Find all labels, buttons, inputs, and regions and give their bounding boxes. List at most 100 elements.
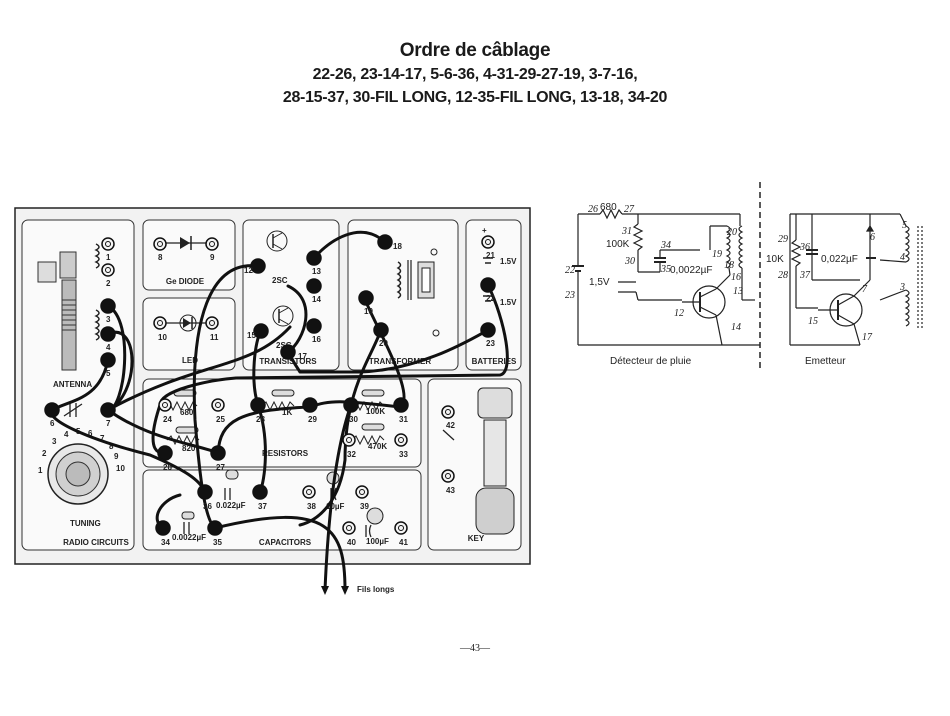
- kit-panel: RADIO CIRCUITS ANTENNA TUNING Ge DIODE L…: [14, 207, 531, 565]
- schematic-battery-value: 1,5V: [589, 277, 610, 288]
- terminal-13: [306, 250, 322, 266]
- capacitor-36-37-value: 0.022µF: [216, 501, 246, 510]
- terminal-40: [342, 521, 356, 535]
- svg-text:15: 15: [808, 316, 818, 327]
- telegraph-key-icon: [442, 387, 515, 535]
- terminal-label-2: 2: [106, 279, 111, 288]
- battery-icon: +: [482, 226, 493, 302]
- terminal-label-23: 23: [486, 339, 495, 348]
- schematic-right-title: Emetteur: [805, 356, 846, 367]
- svg-text:19: 19: [712, 249, 722, 260]
- terminal-spring-icon: [346, 437, 352, 443]
- terminal-label-35: 35: [213, 538, 222, 547]
- svg-text:7: 7: [862, 284, 868, 295]
- svg-text:26: 26: [588, 204, 598, 215]
- terminal-31: [393, 397, 409, 413]
- svg-text:7: 7: [100, 434, 105, 443]
- terminal-5: [100, 352, 116, 368]
- terminal-30: [343, 397, 359, 413]
- svg-text:35: 35: [660, 264, 671, 275]
- terminal-29: [302, 397, 318, 413]
- wire-22-26: [151, 283, 509, 455]
- page-number: —43—: [460, 643, 490, 654]
- terminal-label-22: 22: [486, 294, 495, 303]
- terminal-spring-icon: [105, 267, 111, 273]
- antenna-label: ANTENNA: [53, 380, 92, 389]
- terminal-41: [394, 521, 408, 535]
- battery-upper-voltage: 1.5V: [500, 257, 517, 266]
- svg-text:28: 28: [778, 270, 788, 281]
- terminal-9: [205, 237, 219, 251]
- battery-lower-voltage: 1.5V: [500, 298, 517, 307]
- svg-text:20: 20: [727, 227, 737, 238]
- svg-text:4: 4: [64, 430, 69, 439]
- terminal-39: [355, 485, 369, 499]
- terminal-label-37: 37: [258, 502, 267, 511]
- terminal-2: [101, 263, 115, 277]
- terminal-23: [480, 322, 496, 338]
- terminal-label-43: 43: [446, 486, 455, 495]
- terminal-label-24: 24: [163, 415, 172, 424]
- terminal-label-17: 17: [298, 352, 307, 361]
- resistor-28-29-value: 1K: [282, 408, 292, 417]
- svg-text:4: 4: [900, 252, 905, 263]
- wire-30-fil-long: [323, 403, 353, 592]
- svg-text:34: 34: [660, 240, 671, 251]
- terminal-1: [101, 237, 115, 251]
- terminal-spring-icon: [162, 402, 168, 408]
- terminal-spring-icon: [157, 241, 163, 247]
- terminal-spring-icon: [209, 241, 215, 247]
- terminal-label-21: 21: [486, 251, 495, 260]
- terminal-label-8: 8: [158, 253, 163, 262]
- terminal-7: [100, 402, 116, 418]
- terminal-10: [153, 316, 167, 330]
- transformer-label: TRANSFORMER: [369, 357, 431, 366]
- resistor-24-25-value: 680: [180, 408, 194, 417]
- terminal-12: [250, 258, 266, 274]
- terminal-28: [250, 397, 266, 413]
- terminal-32: [342, 433, 356, 447]
- coil-3-5-icon: [94, 309, 100, 341]
- terminal-label-39: 39: [360, 502, 369, 511]
- schematic-r10k-value: 10K: [766, 254, 784, 265]
- svg-text:14: 14: [731, 322, 741, 333]
- circuit-schematic: [572, 182, 923, 370]
- terminal-label-29: 29: [308, 415, 317, 424]
- capacitor-38-39-value: 10µF: [326, 502, 345, 511]
- terminal-label-6: 6: [50, 419, 55, 428]
- svg-text:10: 10: [116, 464, 125, 473]
- schematic-r680-value: 680: [600, 202, 617, 213]
- terminal-15: [253, 323, 269, 339]
- terminal-label-33: 33: [399, 450, 408, 459]
- terminal-label-4: 4: [106, 343, 111, 352]
- transistor-lower-icon: [272, 305, 294, 327]
- fils-longs-arrows: [321, 586, 349, 595]
- svg-text:6: 6: [870, 232, 875, 243]
- terminal-21: [481, 235, 495, 249]
- terminal-spring-icon: [209, 320, 215, 326]
- svg-text:6: 6: [88, 429, 93, 438]
- terminal-spring-icon: [398, 437, 404, 443]
- terminal-label-18: 18: [393, 242, 402, 251]
- terminal-27: [210, 445, 226, 461]
- svg-text:30: 30: [624, 256, 635, 267]
- terminal-label-10: 10: [158, 333, 167, 342]
- schematic-cap-right-value: 0,022µF: [821, 254, 858, 265]
- transformer-icon: [396, 248, 440, 337]
- svg-text:37: 37: [799, 270, 811, 281]
- terminal-label-30: 30: [349, 415, 358, 424]
- svg-text:36: 36: [799, 242, 810, 253]
- terminal-label-20: 20: [379, 339, 388, 348]
- svg-text:27: 27: [624, 204, 635, 215]
- terminal-label-42: 42: [446, 421, 455, 430]
- tuning-label: TUNING: [70, 519, 101, 528]
- coil-right-upper-symbol: [904, 225, 910, 263]
- terminal-spring-icon: [306, 489, 312, 495]
- terminal-spring-icon: [398, 525, 404, 531]
- svg-text:13: 13: [733, 286, 743, 297]
- terminal-spring-icon: [445, 473, 451, 479]
- terminal-37: [252, 484, 268, 500]
- variable-capacitor-icon: [63, 403, 83, 417]
